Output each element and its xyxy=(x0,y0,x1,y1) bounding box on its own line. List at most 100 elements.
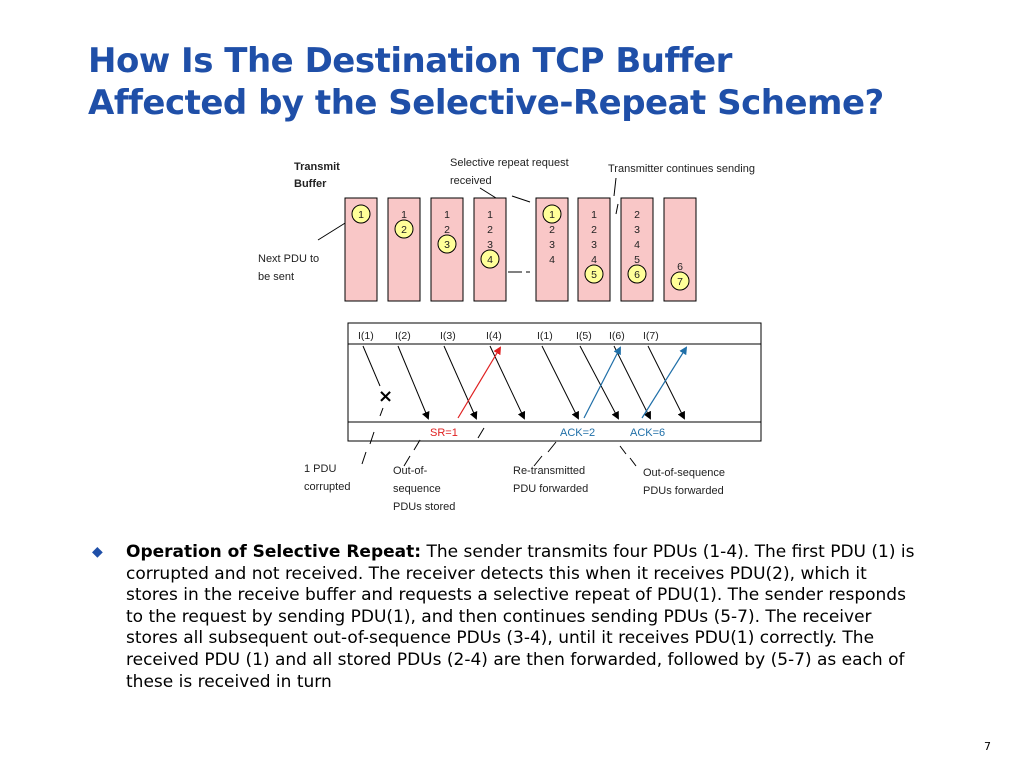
frame-7-arrow xyxy=(647,345,685,420)
pdu-number: 6 xyxy=(634,269,640,281)
frame-1-retransmit-arrow xyxy=(541,345,579,420)
out-of-seq-label-1: Out-of- xyxy=(393,465,428,477)
frame-4-arrow xyxy=(489,345,526,420)
frame-label-2: I(2) xyxy=(395,330,411,342)
frame-5-arrow xyxy=(579,345,619,420)
frame-label-4: I(4) xyxy=(486,330,502,342)
sr-request-label-2: received xyxy=(450,175,492,187)
frame-3-arrow xyxy=(443,345,478,420)
frame-label-3: I(3) xyxy=(440,330,456,342)
pdu-number: 6 xyxy=(677,261,683,273)
next-pdu-label-1: Next PDU to xyxy=(258,253,319,265)
frame-2-arrow xyxy=(397,345,430,420)
frame-label-6: I(5) xyxy=(576,330,592,342)
pdu-corrupted-label-2: corrupted xyxy=(304,481,350,493)
frame-label-8: I(7) xyxy=(643,330,659,342)
pdu-number: 4 xyxy=(591,254,597,266)
pdu-number: 1 xyxy=(549,209,555,221)
pdu-number: 3 xyxy=(444,239,450,251)
pdu-number: 3 xyxy=(549,239,555,251)
title-line-1: How Is The Destination TCP Buffer xyxy=(88,41,732,81)
pdu-number: 2 xyxy=(591,224,597,236)
pdu-circle xyxy=(670,271,690,291)
out-of-seq-label-3: PDUs stored xyxy=(393,501,455,513)
frame-label-1: I(1) xyxy=(358,330,374,342)
buffer-box xyxy=(577,197,611,302)
frame-label-5: I(1) xyxy=(537,330,553,342)
oos-forwarded-label-1: Out-of-sequence xyxy=(643,467,725,479)
pdu-number: 7 xyxy=(677,276,683,288)
ack2-arrow xyxy=(583,346,621,419)
pdu-number: 2 xyxy=(549,224,555,236)
pdu-circle xyxy=(351,204,371,224)
pdu-circle xyxy=(394,219,414,239)
pdu-number: 1 xyxy=(401,209,407,221)
retransmitted-label-1: Re-transmitted xyxy=(513,465,585,477)
pdu-corrupted-label-1: 1 PDU xyxy=(304,463,336,475)
oos-forwarded-label-2: PDUs forwarded xyxy=(643,485,724,497)
pdu-number: 5 xyxy=(634,254,640,266)
frame-1-corrupted xyxy=(362,345,381,387)
frame-label-7: I(6) xyxy=(609,330,625,342)
transmission-arrows xyxy=(362,345,688,420)
frame-6-arrow xyxy=(613,345,651,420)
ack6-label: ACK=6 xyxy=(630,427,665,439)
pdu-number: 2 xyxy=(634,209,640,221)
ack6-arrow xyxy=(641,346,688,419)
pointer-lines xyxy=(317,177,619,273)
pdu-number: 1 xyxy=(591,209,597,221)
buffer-8: 67 xyxy=(663,197,697,302)
pdu-circle xyxy=(627,264,647,284)
diamond-bullet-icon: ◆ xyxy=(92,544,103,560)
transmit-buffer-label-2: Buffer xyxy=(294,178,327,190)
retransmitted-label-2: PDU forwarded xyxy=(513,483,588,495)
pdu-number: 2 xyxy=(487,224,493,236)
sr-request-label-1: Selective repeat request xyxy=(450,157,569,169)
buffer-2: 12 xyxy=(387,197,421,302)
frame-labels: I(1) I(2) I(3) I(4) I(1) I(5) I(6) I(7) xyxy=(358,330,659,342)
pdu-number: 1 xyxy=(487,209,493,221)
corrupt-mark: × xyxy=(378,386,393,407)
slide-title: How Is The Destination TCP Buffer Affect… xyxy=(88,40,968,124)
pdu-number: 1 xyxy=(444,209,450,221)
pdu-circle xyxy=(584,264,604,284)
bullet-lead: Operation of Selective Repeat: xyxy=(126,542,422,562)
timeline xyxy=(347,322,762,442)
buffer-5: 1 2 3 4 xyxy=(535,197,569,302)
buffer-3: 1 2 3 xyxy=(430,197,464,302)
pdu-number: 3 xyxy=(591,239,597,251)
bottom-pointer-lines xyxy=(361,427,637,467)
pdu-number: 4 xyxy=(549,254,555,266)
pdu-number: 2 xyxy=(444,224,450,236)
corrupt-dash xyxy=(379,407,384,417)
bullet-body: The sender transmits four PDUs (1-4). Th… xyxy=(126,542,915,692)
sr-label: SR=1 xyxy=(430,427,458,439)
transmitter-continues-label: Transmitter continues sending xyxy=(608,163,755,175)
buffer-7: 2 3 4 5 6 xyxy=(620,197,654,302)
page-number: 7 xyxy=(984,740,991,753)
next-pdu-label-2: be sent xyxy=(258,271,294,283)
pdu-number: 2 xyxy=(401,224,407,236)
pdu-circle xyxy=(437,234,457,254)
pdu-number: 1 xyxy=(358,209,364,221)
title-line-2: Affected by the Selective-Repeat Scheme? xyxy=(88,83,884,123)
pdu-circle xyxy=(542,204,562,224)
ack2-label: ACK=2 xyxy=(560,427,595,439)
pdu-number: 3 xyxy=(487,239,493,251)
pdu-number: 4 xyxy=(634,239,640,251)
pdu-number: 3 xyxy=(634,224,640,236)
buffer-1: 1 xyxy=(344,197,378,302)
sr-arrow xyxy=(457,346,502,419)
pdu-number: 5 xyxy=(591,269,597,281)
bullet-text: Operation of Selective Repeat: The sende… xyxy=(126,542,921,693)
buffer-box xyxy=(620,197,654,302)
buffer-6: 1 2 3 4 5 xyxy=(577,197,611,302)
pdu-circle xyxy=(480,249,500,269)
buffer-box xyxy=(387,197,421,302)
buffer-box xyxy=(344,197,378,302)
out-of-seq-label-2: sequence xyxy=(393,483,441,495)
transmit-buffer-label-1: Transmit xyxy=(294,161,340,173)
